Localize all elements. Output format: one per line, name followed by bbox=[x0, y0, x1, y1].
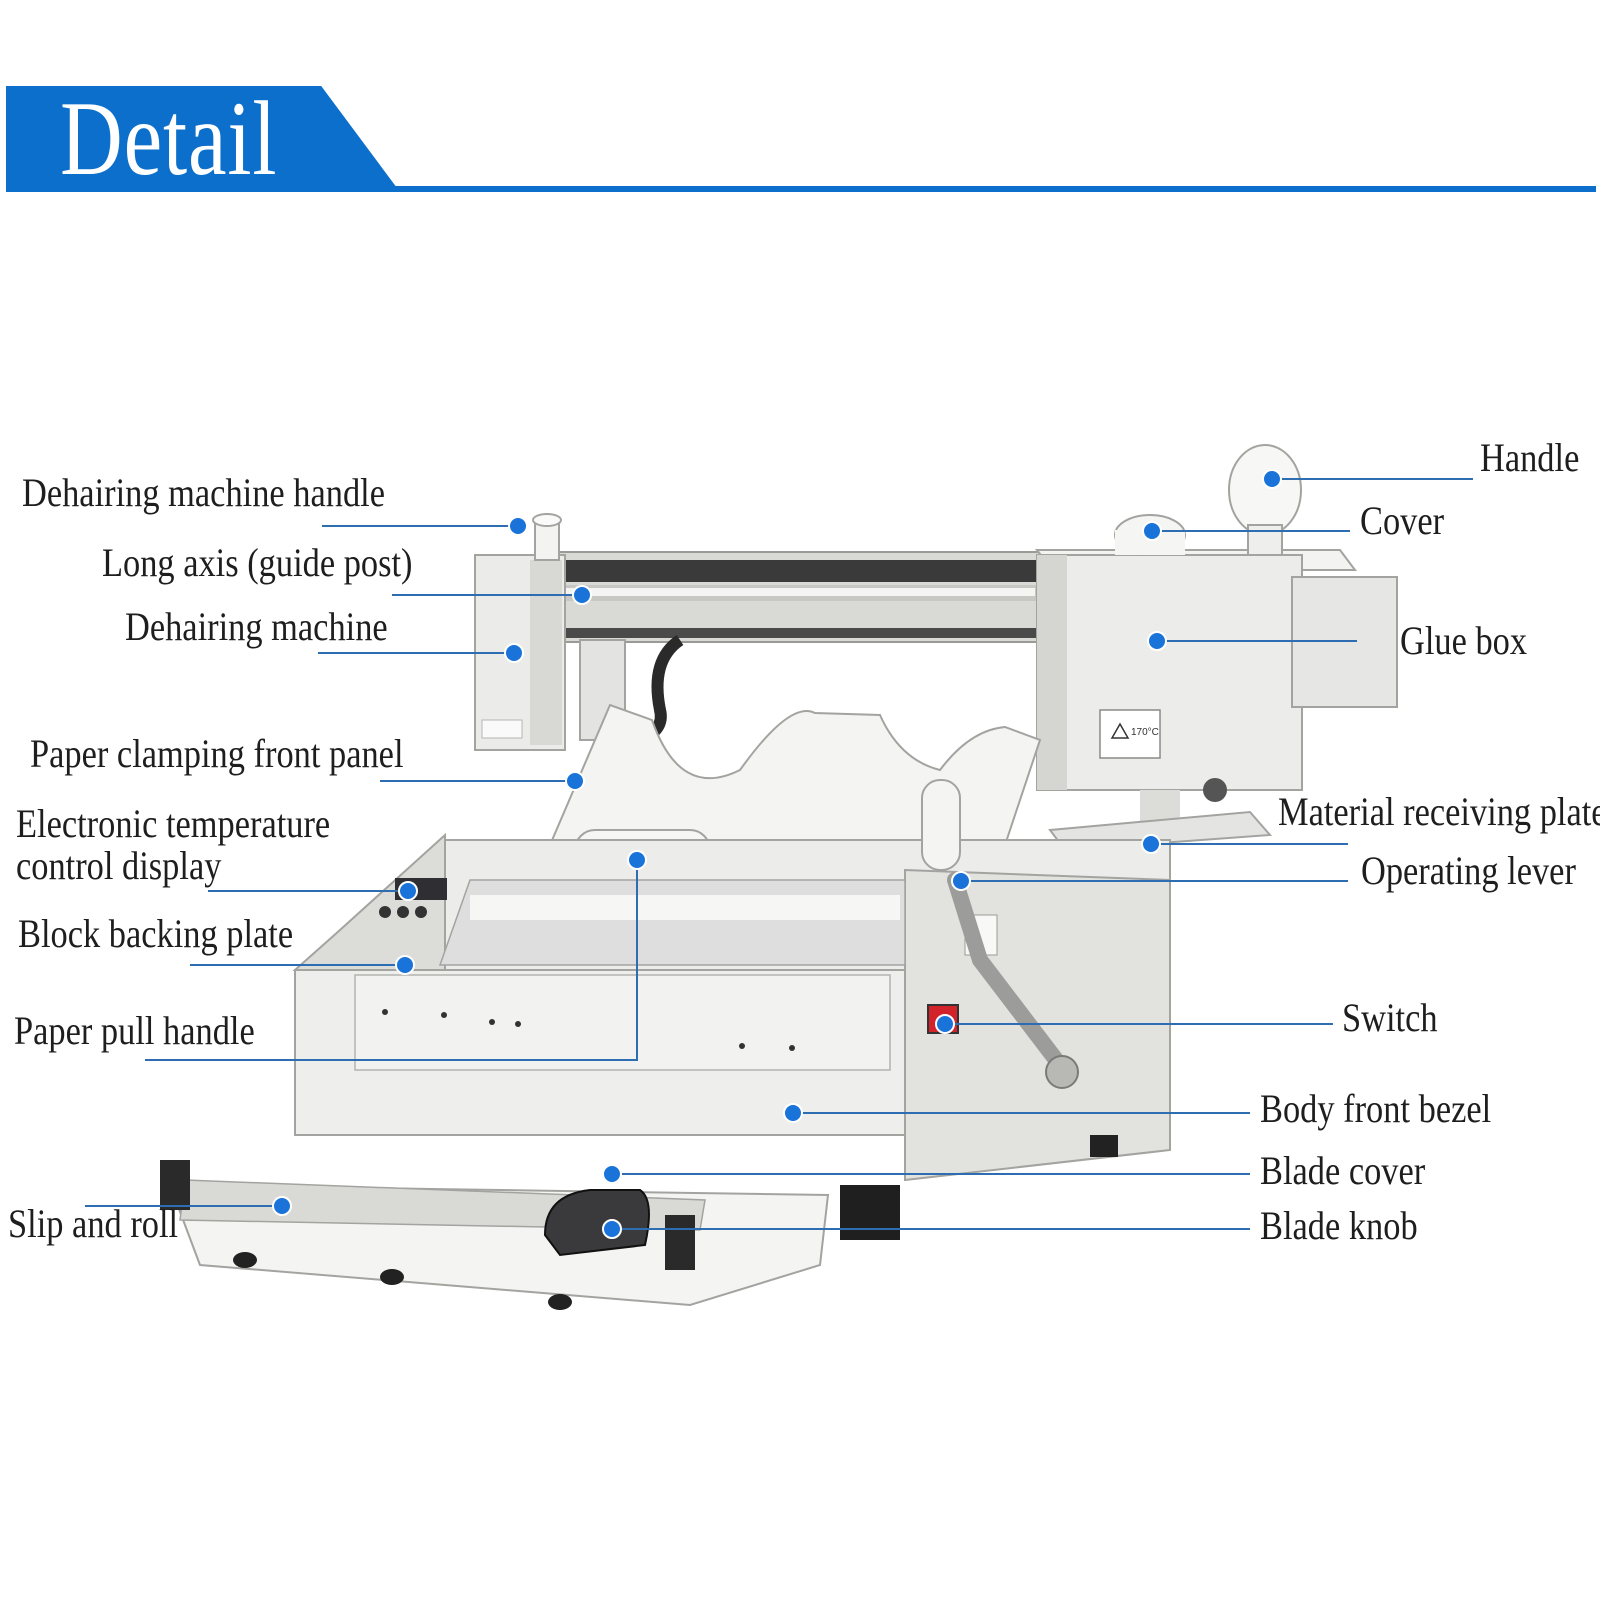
label-blade-knob: Blade knob bbox=[1260, 1203, 1418, 1248]
header-rule bbox=[6, 186, 1596, 192]
label-body-front-bezel: Body front bezel bbox=[1260, 1086, 1492, 1131]
label-cover: Cover bbox=[1360, 498, 1445, 543]
label-material-receiving-plate: Material receiving plate bbox=[1278, 789, 1600, 834]
label-switch: Switch bbox=[1342, 995, 1438, 1040]
label-blade-cover: Blade cover bbox=[1260, 1148, 1426, 1193]
label-slip-and-roll: Slip and roll bbox=[8, 1201, 179, 1246]
label-block-backing-plate: Block backing plate bbox=[18, 911, 294, 956]
label-paper-clamping-front-panel: Paper clamping front panel bbox=[30, 731, 404, 776]
top-rail bbox=[544, 551, 1046, 746]
label-glue-box: Glue box bbox=[1400, 618, 1528, 663]
label-paper-pull-handle: Paper pull handle bbox=[14, 1008, 255, 1053]
label-long-axis: Long axis (guide post) bbox=[102, 540, 413, 585]
label-dehairing-machine-handle: Dehairing machine handle bbox=[22, 470, 385, 515]
label-dehairing-machine: Dehairing machine bbox=[125, 604, 388, 649]
page-title: Detail bbox=[60, 80, 278, 197]
label-electronic-temperature-control-display: Electronic temperature control display bbox=[16, 801, 331, 888]
machine-body bbox=[292, 832, 1171, 1182]
operating-lever-shape bbox=[921, 779, 1079, 1089]
glue-box-warning-label: 170°C bbox=[1131, 727, 1159, 738]
label-operating-lever: Operating lever bbox=[1361, 848, 1576, 893]
slip-and-roll-tray bbox=[160, 1135, 1118, 1310]
glue-box-unit: 170°C bbox=[1035, 444, 1398, 852]
label-handle: Handle bbox=[1480, 435, 1580, 480]
